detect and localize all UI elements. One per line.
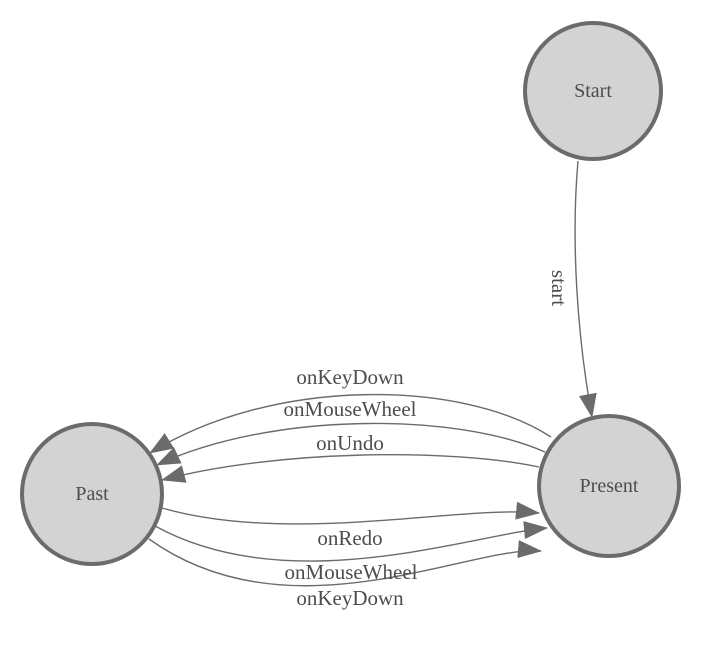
transition-label-start: start (547, 270, 571, 306)
transition-label-onkeydown-upper: onKeyDown (296, 365, 404, 389)
transition-label-onkeydown-lower: onKeyDown (296, 586, 404, 610)
transition-edge-onredo (161, 501, 540, 525)
state-label-past: Past (75, 483, 109, 505)
state-circle-past[interactable] (20, 422, 164, 566)
transition-edge-onmousewheel-to-past (156, 422, 546, 466)
transition-label-onredo: onRedo (317, 526, 382, 550)
state-node-present[interactable]: Present (537, 414, 681, 558)
transition-edge-onkeydown-to-past (149, 393, 552, 454)
state-circle-start[interactable] (523, 21, 663, 161)
state-label-start: Start (574, 80, 612, 102)
state-circle-present[interactable] (537, 414, 681, 558)
transition-edge-start (574, 160, 597, 418)
state-label-present: Present (580, 475, 639, 497)
state-node-past[interactable]: Past (20, 422, 164, 566)
transition-label-onundo: onUndo (316, 431, 384, 455)
state-node-start[interactable]: Start (523, 21, 663, 161)
transition-edge-onkeydown-to-present (148, 538, 542, 587)
transition-edge-onmousewheel-to-present (154, 521, 548, 562)
transition-edge-onundo (161, 454, 540, 483)
transition-label-onmousewheel-upper: onMouseWheel (284, 397, 417, 421)
transition-label-onmousewheel-lower: onMouseWheel (285, 560, 418, 584)
